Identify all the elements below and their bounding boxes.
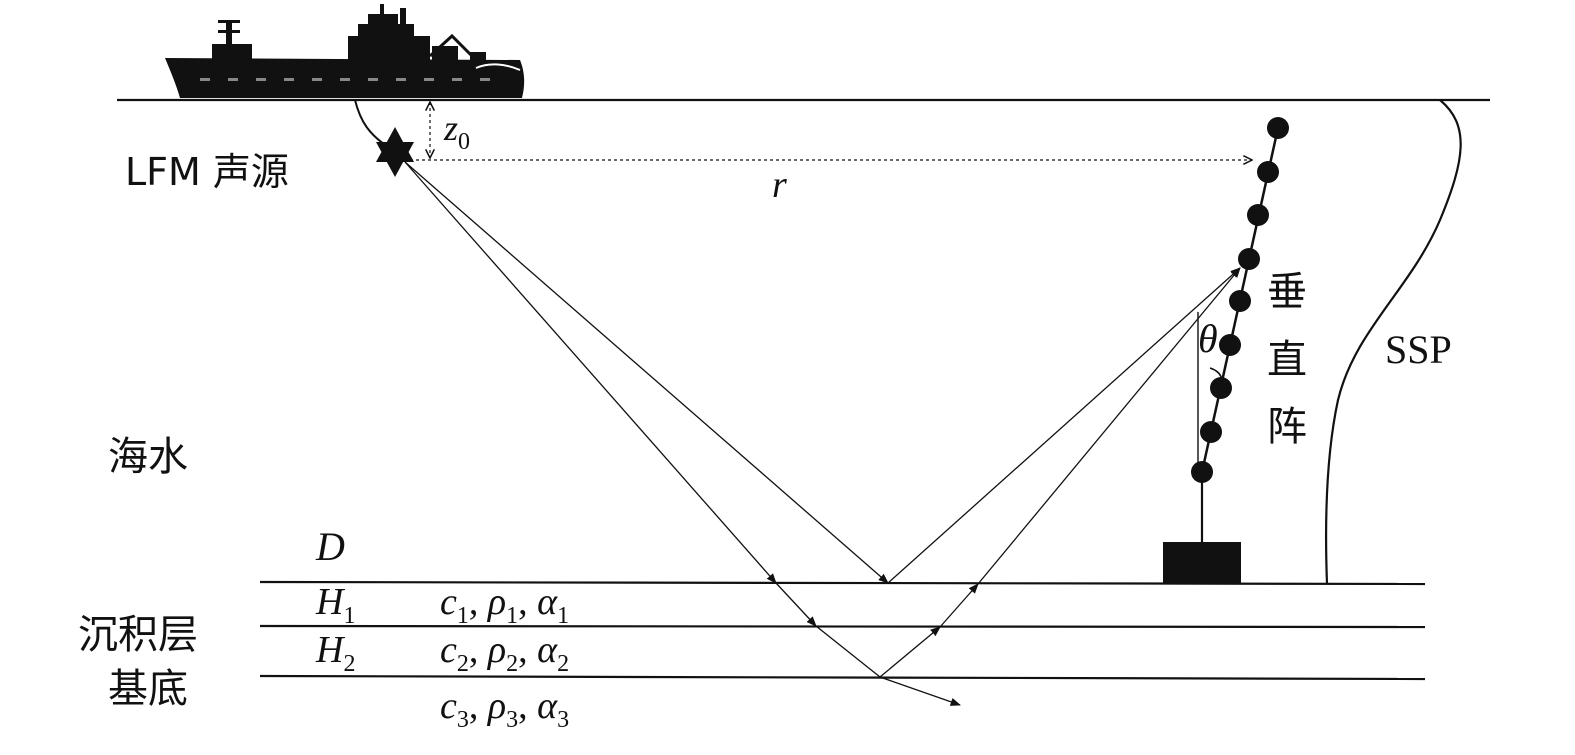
anchor-weight-icon	[1163, 542, 1241, 584]
source-label: LFM 声源	[125, 150, 289, 194]
ray-deep-reflected-1	[879, 626, 941, 678]
ssp-curve	[1324, 99, 1462, 585]
sediment-interface	[259, 624, 1426, 629]
water-depth-label: D	[315, 524, 345, 569]
filled-circle-icon	[1219, 334, 1241, 356]
ship-icon	[165, 4, 525, 98]
range-label: r	[772, 164, 787, 206]
filled-circle-icon	[1238, 248, 1260, 270]
seawater-label: 海水	[108, 434, 188, 480]
filled-circle-icon	[1267, 117, 1289, 139]
layer-2-params: c2, ρ2, α2	[440, 629, 569, 677]
filled-circle-icon	[1191, 461, 1213, 483]
ray-deep-incident-1	[404, 161, 777, 584]
array-label: 垂 直 阵	[1267, 269, 1307, 450]
ray-deep-incident-2	[775, 582, 817, 627]
star-of-david-icon	[376, 127, 414, 177]
svg-text:直: 直	[1267, 337, 1307, 383]
basement-interface	[259, 674, 1426, 681]
tilt-angle-label: θ	[1198, 316, 1218, 361]
ssp-label: SSP	[1385, 327, 1452, 372]
filled-circle-icon	[1247, 204, 1269, 226]
h2-label: H2	[315, 629, 355, 677]
ray-bottom-incident	[404, 161, 889, 584]
ray-paths	[404, 161, 1241, 706]
svg-text:垂: 垂	[1267, 269, 1307, 315]
ray-transmitted	[879, 676, 961, 706]
filled-circle-icon	[1257, 161, 1279, 183]
ray-deep-reflected-2	[939, 583, 979, 628]
svg-text:阵: 阵	[1267, 404, 1307, 450]
hydrophones	[1191, 117, 1289, 483]
filled-circle-icon	[1200, 421, 1222, 443]
sediment-label: 沉积层	[78, 612, 198, 658]
ray-deep-incident-3	[815, 625, 881, 678]
tilt-angle-arc	[1209, 367, 1223, 391]
source-depth-label: z0	[443, 108, 470, 155]
filled-circle-icon	[1229, 290, 1251, 312]
ray-bottom-reflected	[887, 267, 1241, 584]
layer-parameters: c1, ρ1, α1 c2, ρ2, α2 c3, ρ3, α3	[440, 581, 569, 733]
h1-label: H1	[315, 581, 355, 629]
ray-deep-reflected-3	[977, 267, 1241, 585]
layer-3-params: c3, ρ3, α3	[440, 685, 569, 733]
layer-1-params: c1, ρ1, α1	[440, 581, 569, 629]
basement-label: 基底	[108, 666, 188, 712]
seafloor-interface	[259, 580, 1426, 586]
